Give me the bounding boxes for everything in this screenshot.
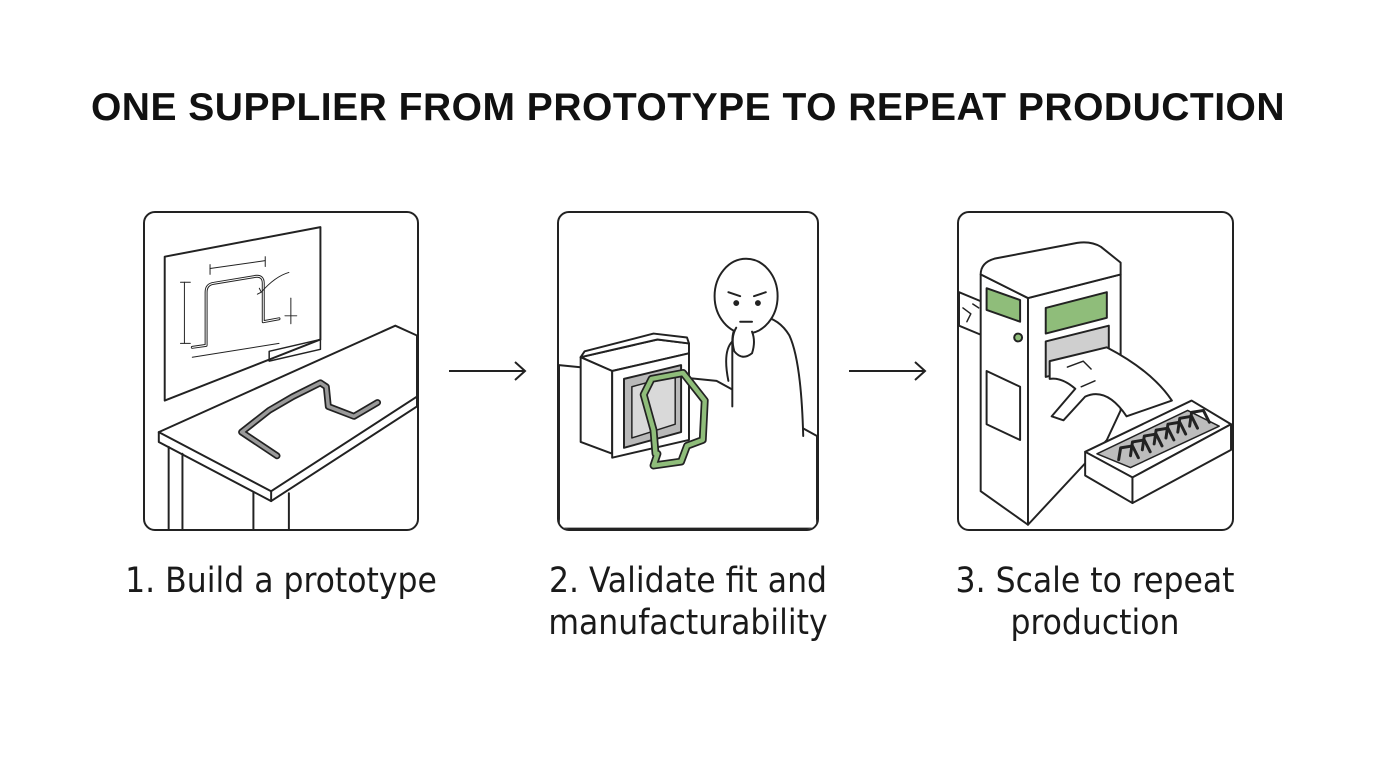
caption-line: 3. Scale to repeat <box>955 561 1235 601</box>
inspection-illustration <box>559 257 817 529</box>
arrow-right-icon <box>449 361 527 381</box>
step-2-caption: 2. Validate fit and manufacturability <box>518 560 858 644</box>
arrow-right-icon <box>849 361 927 381</box>
step-3-illustration <box>957 211 1234 531</box>
caption-line: manufacturability <box>548 603 828 643</box>
caption-line: production <box>1010 603 1180 643</box>
workbench-illustration <box>157 226 417 529</box>
step-3-caption: 3. Scale to repeat production <box>925 560 1265 644</box>
production-machine-illustration <box>959 241 1232 526</box>
page-title: ONE SUPPLIER FROM PROTOTYPE TO REPEAT PR… <box>90 86 1286 129</box>
step-1-caption: 1. Build a prototype <box>113 560 449 602</box>
step-2-illustration <box>557 211 819 531</box>
caption-line: 2. Validate fit and <box>548 561 828 601</box>
caption-line: 1. Build a prototype <box>125 561 437 601</box>
step-1-illustration <box>143 211 419 531</box>
